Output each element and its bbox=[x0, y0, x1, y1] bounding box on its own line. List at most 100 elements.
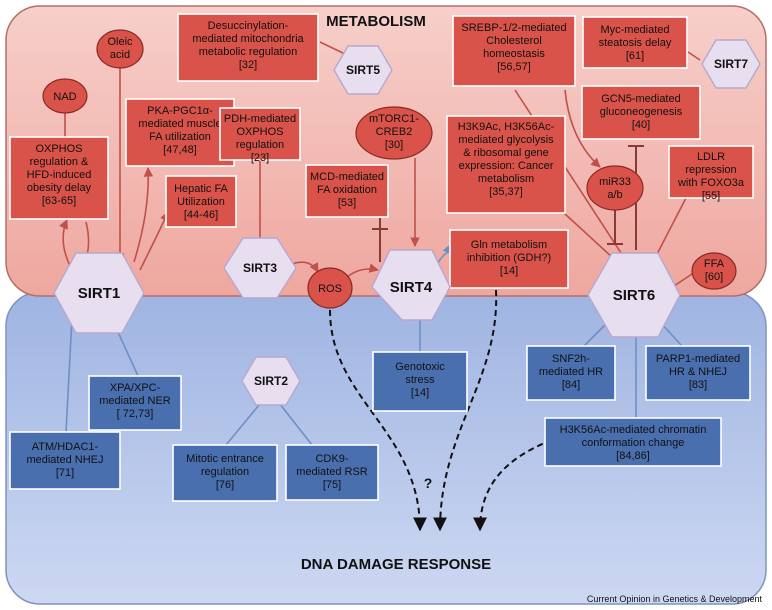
connector-sirt6-ldlr bbox=[654, 197, 687, 259]
connector-sirt7-myc bbox=[687, 51, 701, 61]
snf2h-line-1: SNF2h- bbox=[552, 353, 590, 365]
pdh-line-3: regulation bbox=[236, 139, 284, 151]
srebp-line-4: [56,57] bbox=[497, 61, 531, 73]
mitotic-line-1: Mitotic entrance bbox=[186, 453, 264, 465]
snf2h-line-2: mediated HR bbox=[539, 366, 603, 378]
arrow-sirt1-oxphos bbox=[59, 219, 71, 267]
pka-pgc1a-line-4: [47,48] bbox=[163, 144, 197, 156]
parp1-line-3: [83] bbox=[689, 379, 707, 391]
mtorc1-line-1: mTORC1- bbox=[369, 113, 419, 125]
mitotic-line-2: regulation bbox=[201, 466, 249, 478]
snf2h-line-3: [84] bbox=[562, 379, 580, 391]
hepatic-fa-line-2: Utilization bbox=[177, 196, 225, 208]
nad-line-1: NAD bbox=[53, 91, 76, 103]
gln-line-1: Gln metabolism bbox=[471, 239, 547, 251]
h3k9ac-text: H3K9Ac, H3K56Ac-mediated glycolysis& rib… bbox=[458, 121, 555, 198]
ros-line-1: ROS bbox=[318, 283, 342, 295]
gcn5-line-2: gluconeogenesis bbox=[600, 106, 683, 118]
myc-line-2: steatosis delay bbox=[599, 37, 672, 49]
credit-line: Current Opinion in Genetics & Developmen… bbox=[587, 594, 763, 604]
arrow-sirt6-mir33 bbox=[564, 89, 601, 168]
snf2h-text: SNF2h-mediated HR[84] bbox=[539, 353, 603, 391]
myc-line-1: Myc-mediated bbox=[600, 24, 669, 36]
nad-ellipse: NAD bbox=[42, 78, 88, 114]
atm-line-2: mediated NHEJ bbox=[26, 454, 103, 466]
pdh-line-1: PDH-mediated bbox=[224, 113, 296, 125]
genotoxic-line-3: [14] bbox=[411, 387, 429, 399]
connector-sirt6-h3k9ac bbox=[563, 212, 614, 259]
oleic-line-1: Oleic bbox=[107, 36, 133, 48]
connector-sirt2-cdk9 bbox=[275, 398, 313, 446]
h3k56-line-2: conformation change bbox=[582, 437, 685, 449]
connector-sirt6-snf2h bbox=[583, 321, 609, 347]
sirt1-hexagon: SIRT1 bbox=[53, 252, 145, 334]
sirt6-hexagon: SIRT6 bbox=[587, 252, 681, 338]
xpa-line-1: XPA/XPC- bbox=[110, 382, 161, 394]
ldlr-line-4: [55] bbox=[702, 190, 720, 202]
nad-text: NAD bbox=[53, 91, 76, 103]
xpa-line-3: [ 72,73] bbox=[117, 408, 154, 420]
mtorc1-line-3: [30] bbox=[385, 139, 403, 151]
sirt5-hexagon: SIRT5 bbox=[333, 45, 393, 95]
box-xpa-xpc-ner: XPA/XPC-mediated NER[ 72,73] bbox=[88, 375, 182, 431]
gcn5-line-1: GCN5-mediated bbox=[601, 93, 680, 105]
connector-sirt1-atm bbox=[65, 317, 73, 433]
oxphos-hfd-line-5: [63-65] bbox=[42, 195, 76, 207]
cdk9-line-1: CDK9- bbox=[315, 453, 348, 465]
mtorc1-text: mTORC1-CREB2[30] bbox=[369, 113, 419, 151]
connector-sirt1-xpa bbox=[117, 331, 139, 377]
h3k9ac-line-6: [35,37] bbox=[489, 186, 523, 198]
atm-line-1: ATM/HDAC1- bbox=[32, 441, 99, 453]
dashed-arrow-h3k56-ddr bbox=[473, 439, 553, 532]
ros-text: ROS bbox=[318, 283, 342, 295]
sirt2-label: SIRT2 bbox=[254, 374, 288, 388]
sirt1-label: SIRT1 bbox=[78, 285, 121, 302]
srebp-line-3: homeostasis bbox=[483, 48, 545, 60]
cdk9-line-3: [75] bbox=[323, 479, 341, 491]
pka-pgc1a-line-3: FA utilization bbox=[149, 131, 211, 143]
srebp-line-2: Cholesterol bbox=[486, 35, 542, 47]
box-snf2h-hr: SNF2h-mediated HR[84] bbox=[526, 345, 616, 401]
pka-pgc1a-line-1: PKA-PGC1α- bbox=[147, 105, 213, 117]
metabolism-title: METABOLISM bbox=[326, 13, 426, 30]
xpa-text: XPA/XPC-mediated NER[ 72,73] bbox=[99, 382, 171, 420]
h3k56-line-3: [84,86] bbox=[616, 450, 650, 462]
pdh-line-4: [23] bbox=[251, 152, 269, 164]
desuccinylation-line-1: Desuccinylation- bbox=[208, 20, 289, 32]
gcn5-line-3: [40] bbox=[632, 119, 650, 131]
cdk9-line-2: mediated RSR bbox=[296, 466, 368, 478]
dashed-arrow-gln-ddr bbox=[433, 289, 498, 532]
desuccinylation-line-4: [32] bbox=[239, 59, 257, 71]
h3k9ac-line-1: H3K9Ac, H3K56Ac- bbox=[458, 121, 555, 133]
atm-line-3: [71] bbox=[56, 467, 74, 479]
sirt4-hexagon: SIRT4 bbox=[371, 249, 451, 321]
pka-pgc1a-line-2: mediated muscle bbox=[138, 118, 221, 130]
genotoxic-line-1: Genotoxic bbox=[395, 361, 445, 373]
sirt3-hexagon: SIRT3 bbox=[223, 237, 297, 299]
xpa-line-2: mediated NER bbox=[99, 395, 171, 407]
desuccinylation-line-2: mediated mitochondria bbox=[192, 33, 304, 45]
cdk9-text: CDK9-mediated RSR[75] bbox=[296, 453, 368, 491]
ldlr-line-3: with FOXO3a bbox=[677, 177, 745, 189]
oxphos-hfd-line-1: OXPHOS bbox=[35, 143, 82, 155]
mir33-line-2: a/b bbox=[607, 189, 622, 201]
dna-damage-title: DNA DAMAGE RESPONSE bbox=[301, 556, 491, 573]
